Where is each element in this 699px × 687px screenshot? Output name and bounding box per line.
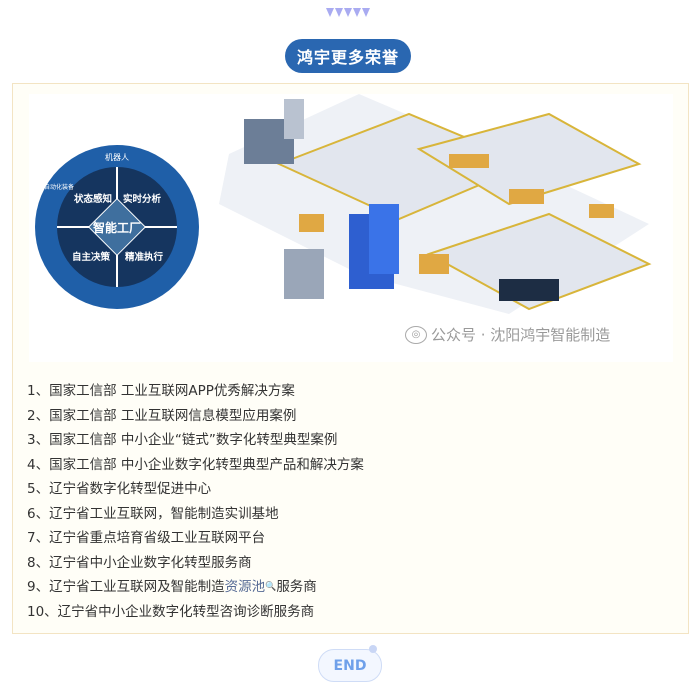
- decorative-dot: [369, 645, 377, 653]
- quadrant-label: 自主决策: [72, 251, 111, 263]
- list-item: 2、国家工信部 工业互联网信息模型应用案例: [27, 407, 297, 424]
- quadrant-label: 状态感知: [74, 193, 112, 205]
- list-item: 5、辽宁省数字化转型促进中心: [27, 481, 212, 497]
- honors-card: 机器人 自动化装备 状态感知 实时分析 自主决策 精准执行 智能工厂 ◎公众号 …: [12, 83, 689, 634]
- list-item: 6、辽宁省工业互联网，智能制造实训基地: [27, 505, 279, 522]
- wechat-icon: ◎: [405, 325, 427, 344]
- list-item: 3、国家工信部 中小企业“链式”数字化转型典型案例: [27, 432, 338, 448]
- list-item: 7、辽宁省重点培育省级工业互联网平台: [27, 530, 266, 546]
- list-item: 1、国家工信部 工业互联网APP优秀解决方案: [27, 383, 295, 399]
- list-item: 10、辽宁省中小企业数字化转型咨询诊断服务商: [27, 603, 315, 620]
- ring-label: 机器人: [105, 152, 129, 162]
- list-item: 8、辽宁省中小企业数字化转型服务商: [27, 554, 252, 571]
- list-item: 4、国家工信部 中小企业数字化转型典型产品和解决方案: [27, 456, 364, 473]
- search-icon[interactable]: 🔍: [265, 582, 277, 592]
- quadrant-label: 实时分析: [123, 193, 162, 205]
- watermark: ◎公众号 · 沈阳鸿宇智能制造: [405, 324, 610, 345]
- ring-label: 自动化装备: [44, 183, 74, 191]
- smart-factory-illustration: 机器人 自动化装备 状态感知 实时分析 自主决策 精准执行 智能工厂 ◎公众号 …: [29, 94, 673, 362]
- quadrant-label: 精准执行: [125, 251, 164, 263]
- decorative-triangles: [326, 8, 370, 17]
- section-title: 鸿宇更多荣誉: [285, 39, 411, 73]
- list-item-text: 9、辽宁省工业互联网及智能制造: [27, 579, 225, 595]
- list-item-text: 服务商: [276, 579, 317, 595]
- list-item: 9、辽宁省工业互联网及智能制造资源池🔍服务商: [27, 575, 364, 600]
- end-badge: END: [318, 649, 382, 682]
- center-label: 智能工厂: [92, 220, 141, 235]
- search-link[interactable]: 资源池: [224, 579, 266, 595]
- honors-list: 1、国家工信部 工业互联网APP优秀解决方案 2、国家工信部 工业互联网信息模型…: [27, 379, 364, 624]
